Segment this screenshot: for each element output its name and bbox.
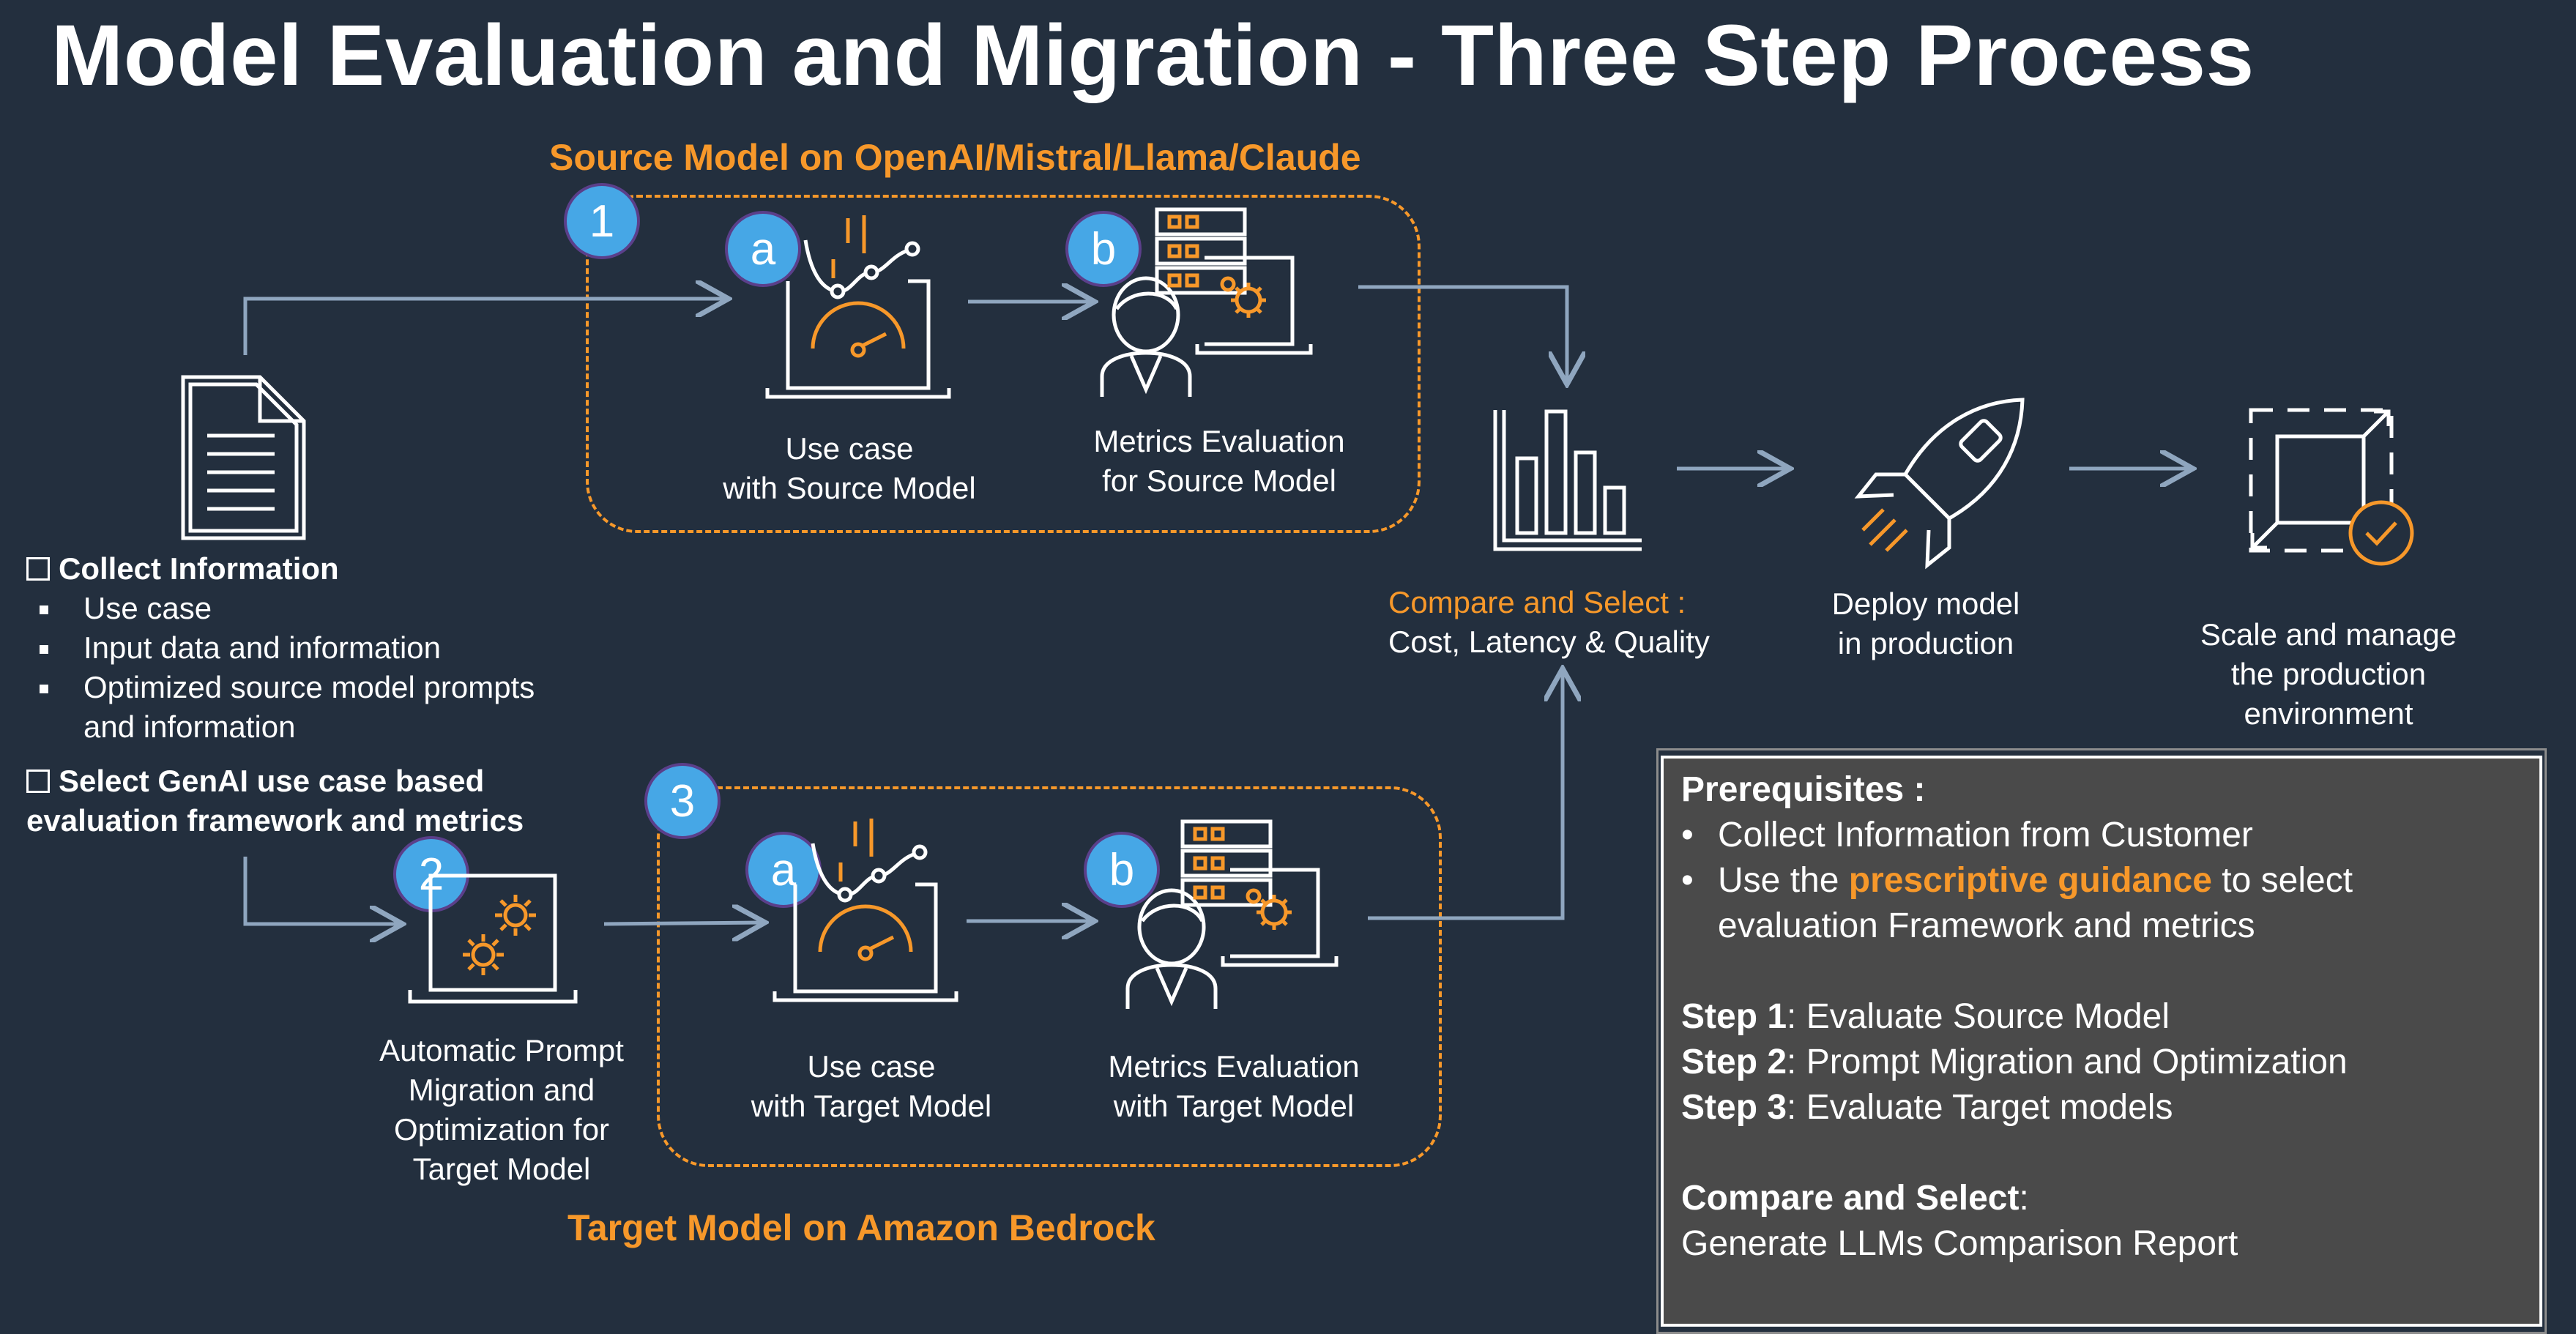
select-framework: Select GenAI use case based evaluation f… xyxy=(26,761,524,841)
select-line-1: Select GenAI use case based xyxy=(59,764,485,798)
laptop-gauge-icon xyxy=(765,215,951,399)
scale-line-1: Scale and manage xyxy=(2200,617,2457,652)
step-1-text: : Evaluate Source Model xyxy=(1787,997,2170,1036)
scale-line-2: the production xyxy=(2230,657,2427,691)
step-1-label: Step 1 xyxy=(1681,997,1787,1036)
page-title: Model Evaluation and Migration - Three S… xyxy=(51,7,2255,104)
prompt-migration-line-1: Automatic Prompt xyxy=(379,1033,624,1067)
collect-information: Collect Information Use case Input data … xyxy=(26,549,535,747)
laptop-gauge-icon xyxy=(773,819,958,1002)
person-server-icon xyxy=(1125,819,1339,1009)
prereq-bullet-1: Collect Information from Customer xyxy=(1718,816,2253,854)
target-badge-a: a xyxy=(745,832,822,908)
target-usecase-line-2: with Target Model xyxy=(751,1089,992,1123)
bar-chart-icon xyxy=(1493,409,1642,551)
rocket-icon xyxy=(1854,398,2025,570)
compare-select-text: Generate LLMs Comparison Report xyxy=(1681,1224,2238,1263)
arrow-source-to-compare xyxy=(1358,285,1567,381)
prereq-heading: Prerequisites : xyxy=(1681,770,1926,809)
source-metrics-line-1: Metrics Evaluation xyxy=(1093,424,1345,458)
prompt-migration-line-4: Target Model xyxy=(412,1152,591,1186)
source-model-label: Source Model on OpenAI/Mistral/Llama/Cla… xyxy=(549,137,1361,178)
step-3-label: Step 3 xyxy=(1681,1088,1787,1127)
source-usecase-caption: Use case with Source Model xyxy=(696,429,1003,508)
select-line-2: evaluation framework and metrics xyxy=(26,803,524,838)
target-metrics-line-2: with Target Model xyxy=(1113,1089,1355,1123)
scale-caption: Scale and manage the production environm… xyxy=(2167,615,2490,734)
compare-heading: Compare and Select : xyxy=(1388,585,1686,619)
scale-expand-icon xyxy=(2249,408,2414,566)
collect-item-prompts: Optimized source model prompts xyxy=(83,670,535,704)
prescriptive-guidance-highlight: prescriptive guidance xyxy=(1848,861,2212,900)
compare-select-label: Compare and Select xyxy=(1681,1179,2020,1218)
compare-caption: Compare and Select : Cost, Latency & Qua… xyxy=(1388,583,1710,662)
collect-item-prompts-cont: and information xyxy=(83,709,296,744)
deploy-line-2: in production xyxy=(1837,626,2014,660)
source-metrics-line-2: for Source Model xyxy=(1102,463,1336,498)
arrow-target-to-compare xyxy=(1368,672,1563,920)
target-usecase-caption: Use case with Target Model xyxy=(714,1047,1029,1126)
target-metrics-caption: Metrics Evaluation with Target Model xyxy=(1069,1047,1399,1126)
compare-detail: Cost, Latency & Quality xyxy=(1388,625,1710,659)
target-badge-b: b xyxy=(1084,832,1160,908)
prompt-migration-caption: Automatic Prompt Migration and Optimizat… xyxy=(344,1031,659,1189)
prereq-bullet-2-pre: Use the xyxy=(1718,861,1849,900)
prompt-migration-line-3: Optimization for xyxy=(393,1112,610,1147)
source-badge-a: a xyxy=(725,211,801,287)
collect-item-usecase: Use case xyxy=(83,591,212,625)
step-badge-3: 3 xyxy=(644,763,721,839)
step-badge-1: 1 xyxy=(564,183,640,259)
step-3-text: : Evaluate Target models xyxy=(1787,1088,2173,1127)
prompt-migration-line-2: Migration and xyxy=(408,1073,595,1107)
prereq-bullet-2-line-2: evaluation Framework and metrics xyxy=(1718,906,2255,945)
source-metrics-caption: Metrics Evaluation for Source Model xyxy=(1054,422,1384,501)
step-2-text: : Prompt Migration and Optimization xyxy=(1787,1043,2348,1081)
arrow-select-to-prompt xyxy=(243,857,399,924)
source-usecase-line-1: Use case xyxy=(785,431,914,466)
source-usecase-line-2: with Source Model xyxy=(723,471,976,505)
prereq-bullet-2-post: to select xyxy=(2211,861,2353,900)
document-icon xyxy=(181,375,306,540)
source-model-group xyxy=(586,195,1421,533)
laptop-gears-icon xyxy=(408,873,578,1004)
step-2-label: Step 2 xyxy=(1681,1043,1787,1081)
deploy-line-1: Deploy model xyxy=(1831,586,2020,621)
arrow-prompt-to-target xyxy=(603,923,762,924)
arrow-doc-to-source xyxy=(243,299,725,355)
prerequisites-panel: Prerequisites : •Collect Information fro… xyxy=(1661,756,2542,1327)
collect-item-input: Input data and information xyxy=(83,630,442,665)
target-usecase-line-1: Use case xyxy=(807,1049,936,1084)
compare-select-colon: : xyxy=(2019,1179,2029,1218)
person-server-icon xyxy=(1100,207,1313,397)
collect-heading: Collect Information xyxy=(59,551,339,586)
flow-arrows xyxy=(243,0,2576,1306)
target-model-label: Target Model on Amazon Bedrock xyxy=(567,1207,1155,1248)
scale-line-3: environment xyxy=(2244,696,2413,731)
deploy-caption: Deploy model in production xyxy=(1787,584,2065,663)
target-model-group xyxy=(657,786,1442,1167)
source-badge-b: b xyxy=(1065,211,1142,287)
target-metrics-line-1: Metrics Evaluation xyxy=(1108,1049,1360,1084)
